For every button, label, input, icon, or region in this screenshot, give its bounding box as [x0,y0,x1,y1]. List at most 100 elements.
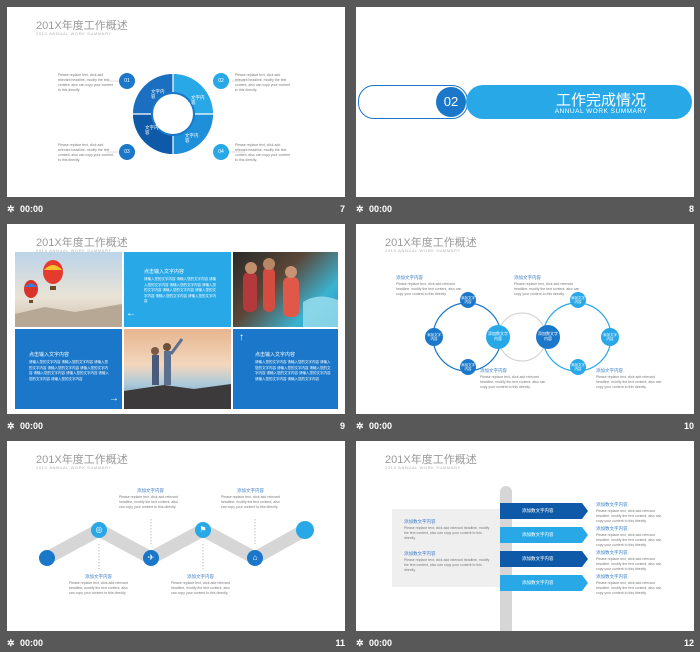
arrow-signs [500,503,588,591]
arrow-label: 添加数文字内容 [522,508,554,513]
signpost-icon: ⚑ [199,525,207,534]
slide-time: 00:00 [369,638,393,648]
paragraph: Please replace text, click add relevant … [58,73,114,92]
slide-9[interactable]: 201X年度工作概述 201X ANNUAL WORK SUMMARY 点击输入… [7,224,345,414]
slide-time: 00:00 [369,204,393,214]
node-label: 添加文字内容 [427,333,441,341]
info-card: ↑ 点击输入文字内容 请输入您的文字内容 请输入您的文字内容 请输入您的文字内容… [233,329,338,409]
rafting-photo [233,252,338,327]
arrow-label: 添加数文字内容 [522,532,554,537]
section-title: 工作完成情况 [555,92,646,109]
slide-subtitle: 201X ANNUAL WORK SUMMARY [385,465,461,470]
slide-footer: ✲ 00:00 7 [7,200,345,218]
cycle-segment-top-left [133,74,173,114]
badge-03 [119,144,135,160]
segment-label: 文字内容 [151,89,165,99]
heading: 添加数文字内容 [404,551,436,556]
paragraph: Please replace text, click add relevant … [596,509,662,523]
node-label: 添加文字内容 [571,363,585,371]
slide-time: 00:00 [20,204,44,214]
paragraph: Please replace text, click add relevant … [396,282,462,296]
cycle-segment-bottom-right [173,114,213,154]
slide-subtitle: 201X ANNUAL WORK SUMMARY [36,248,112,253]
paragraph: Please replace text, click add relevant … [235,73,291,92]
paragraph: Please replace text, click add relevant … [480,375,546,389]
slide-11[interactable]: 201X年度工作概述 201X ANNUAL WORK SUMMARY 添加文字… [7,441,345,631]
badge-04-label: 04 [218,149,224,155]
node-label: 添加文字内容 [603,333,617,341]
card-title: 点击输入文字内容 [255,352,296,358]
node-label: 添加文字内容 [571,296,585,304]
cycle-segment-bottom-left [133,114,173,154]
slide-number: 12 [683,638,694,648]
slide-footer: ✲ 00:00 12 [356,634,694,652]
hikers-photo [124,329,231,409]
arrow-right-icon: → [109,393,119,404]
paragraph: Please replace text, click add relevant … [514,282,580,296]
card-text: 请输入您的文字内容 请输入您的文字内容 请输入您的文字内容 请输入您的文字内容 … [144,277,216,303]
segment-label: 文字内容 [185,133,199,143]
node-label: 添加文字内容 [461,296,475,304]
paragraph: Please replace text, click add relevant … [58,143,114,162]
card-text: 请输入您的文字内容 请输入您的文字内容 请输入您的文字内容 请输入您的文字内容 … [29,360,109,381]
paragraph: Please replace text, click add relevant … [235,143,291,162]
paragraph: Please replace text, click add relevant … [119,495,178,509]
arrow-label: 添加数文字内容 [522,556,554,561]
slide-time: 00:00 [369,421,393,431]
cycle-segment-top-right [173,74,213,114]
segment-label: 文字内容 [191,95,205,105]
play-slide-icon: ✲ [356,638,364,648]
slide-time: 00:00 [20,421,44,431]
slide-7[interactable]: 201X年度工作概述 201X ANNUAL WORK SUMMARY Plea… [7,7,345,197]
section-number: 02 [436,87,466,117]
arrow-label: 添加数文字内容 [522,580,554,585]
play-slide-icon: ✲ [356,204,364,214]
paragraph: Please replace text, click add relevant … [596,375,662,389]
slide-time: 00:00 [20,638,44,648]
play-slide-icon: ✲ [356,421,364,431]
play-slide-icon: ✲ [7,421,15,431]
play-slide-icon: ✲ [7,204,15,214]
slide-number: 11 [335,638,345,648]
slide-title: 201X年度工作概述 [385,237,477,249]
center-node-label: 添加数文字内容 [488,331,508,341]
slide-number: 10 [683,421,694,431]
heading: 添加文字内容 [85,574,112,579]
balloons-photo [15,252,122,327]
slide-title: 201X年度工作概述 [385,454,477,466]
infinity-diagram [425,292,619,375]
heading: 添加数文字内容 [404,519,436,524]
heading: 添加数文字内容 [596,526,628,531]
card-title: 点击输入文字内容 [144,269,185,275]
paragraph: Please replace text, click add relevant … [404,558,490,572]
badge-01 [119,73,135,89]
slide-8[interactable]: 02 工作完成情况 ANNUAL WORK SUMMARY [356,7,694,197]
slide-number: 8 [688,204,694,214]
badge-02-label: 02 [218,78,224,84]
card-title: 点击输入文字内容 [29,352,70,358]
heading: 添加文字内容 [514,275,541,280]
slide-10[interactable]: 201X年度工作概述 201X ANNUAL WORK SUMMARY 添加文字… [356,224,694,414]
paragraph: Please replace text, click add relevant … [596,581,662,595]
slide-subtitle: 201X ANNUAL WORK SUMMARY [385,248,461,253]
heading: 添加数文字内容 [596,550,628,555]
paragraph: Please replace text, click add relevant … [221,495,280,509]
slide-title: 201X年度工作概述 [36,237,128,249]
slide-number: 9 [339,421,345,431]
badge-03-label: 03 [124,149,130,155]
badge-04 [213,144,229,160]
arrow-up-icon: ↑ [239,332,244,343]
slide-12[interactable]: 201X年度工作概述 201X ANNUAL WORK SUMMARY 添加数文… [356,441,694,631]
heading: 添加文字内容 [596,368,623,373]
heading: 添加文字内容 [237,488,264,493]
heading: 添加文字内容 [396,275,423,280]
paragraph: Please replace text, click add relevant … [404,526,490,540]
paragraph: Please replace text, click add relevant … [69,581,128,595]
section-banner [466,85,692,119]
node-label: 添加文字内容 [461,363,475,371]
heading: 添加文字内容 [137,488,164,493]
house-icon: ⌂ [252,553,258,562]
slide-subtitle: 201X ANNUAL WORK SUMMARY [36,31,112,36]
play-slide-icon: ✲ [7,638,15,648]
paragraph: Please replace text, click add relevant … [596,557,662,571]
